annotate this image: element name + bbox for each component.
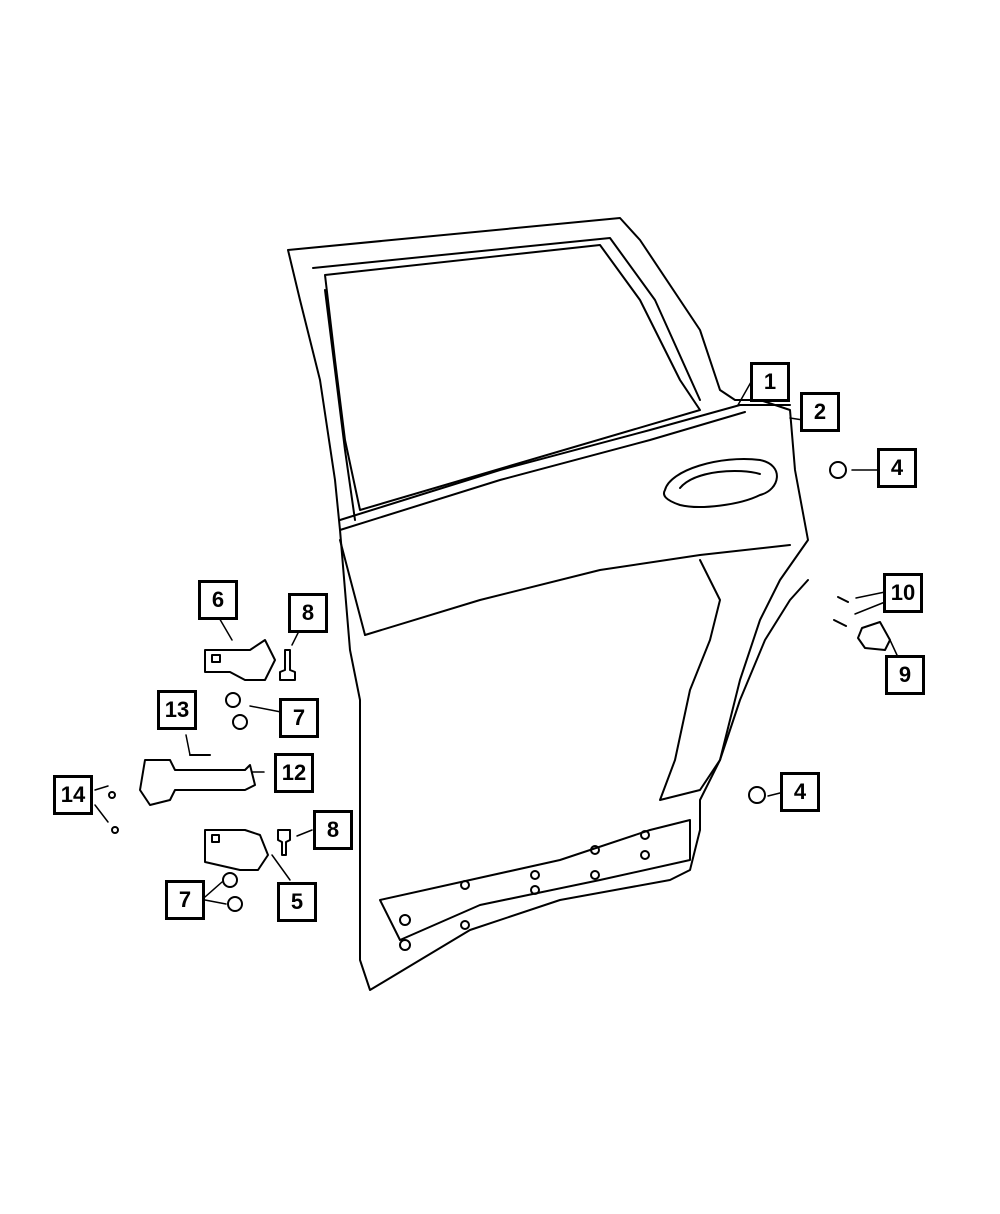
body-line [364,544,791,636]
callout-12: 12 [274,753,314,793]
callout-2: 2 [800,392,840,432]
callout-4-lower: 4 [780,772,820,812]
window-opening [324,244,701,511]
callout-13: 13 [157,690,197,730]
door-handle-recess [662,458,778,508]
door-striker [857,621,891,651]
nut-lower-2 [227,896,243,912]
nut-upper-2 [232,714,248,730]
bolt-upper [279,649,296,681]
lower-hinge [204,829,269,871]
callout-8-lower: 8 [313,810,353,850]
upper-hinge [204,639,276,681]
callout-9: 9 [885,655,925,695]
callout-14: 14 [53,775,93,815]
callout-7-lower: 7 [165,880,205,920]
callout-1: 1 [750,362,790,402]
wheel-arch [659,559,809,801]
callout-5: 5 [277,882,317,922]
nut-4-lower [748,786,766,804]
nut-lower-1 [222,872,238,888]
door-check-strap [139,759,256,806]
nut-4-upper [829,461,847,479]
belt-line [339,404,791,521]
nut-14-a [108,791,116,799]
bolt-lower [277,829,291,856]
screw-10-b [833,619,847,627]
callout-10: 10 [883,573,923,613]
nut-upper-1 [225,692,241,708]
nut-14-b [111,826,119,834]
screw-10-a [837,596,849,603]
callout-6: 6 [198,580,238,620]
door-window-frame [287,217,809,991]
callout-8-upper: 8 [288,593,328,633]
callout-7-upper: 7 [279,698,319,738]
callout-4-upper: 4 [877,448,917,488]
